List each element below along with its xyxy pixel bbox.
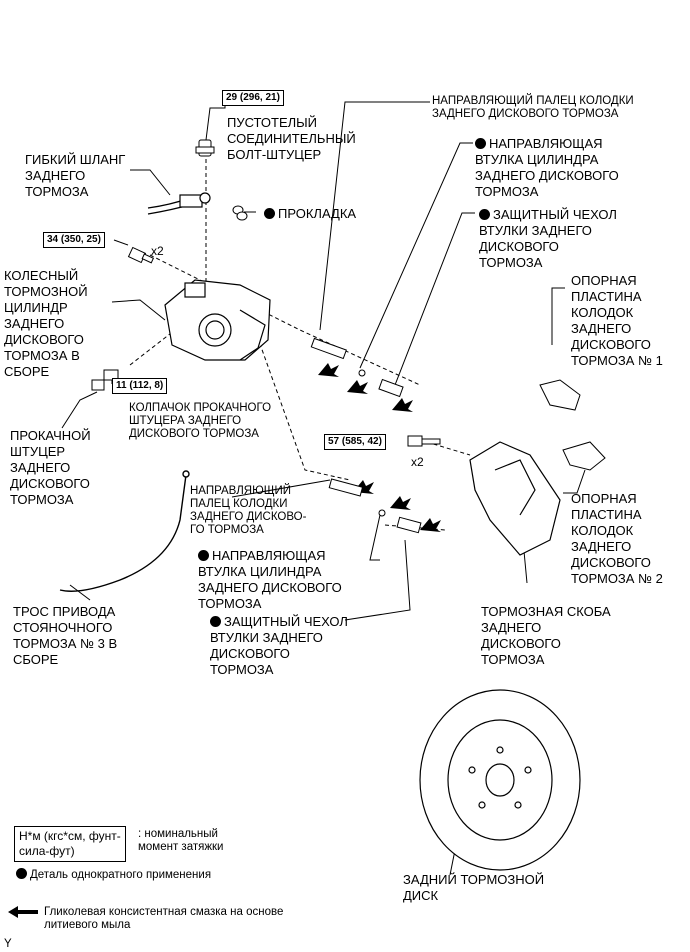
- non-reusable-bullet-icon: [16, 868, 27, 879]
- label-plate-1: ОПОРНАЯ ПЛАСТИНА КОЛОДОК ЗАДНЕГО ДИСКОВО…: [571, 273, 663, 368]
- multiplier-x2: x2: [151, 244, 164, 258]
- label-parking-cable: ТРОС ПРИВОДА СТОЯНОЧНОГО ТОРМОЗА № 3 В С…: [13, 604, 118, 667]
- non-reusable-bullet-icon: [479, 209, 490, 220]
- guide-pin-icon: [310, 337, 404, 398]
- non-reusable-bullet-icon: [198, 550, 209, 561]
- caliper-icon: [164, 279, 271, 361]
- label-boot-bottom: ЗАЩИТНЫЙ ЧЕХОЛ ВТУЛКИ ЗАДНЕГО ДИСКОВОГО …: [210, 614, 348, 677]
- non-reusable-bullet-icon: [475, 138, 486, 149]
- label-guide-pin-top: НАПРАВЛЯЮЩИЙ ПАЛЕЦ КОЛОДКИ ЗАДНЕГО ДИСКО…: [432, 95, 634, 120]
- torque-union-bolt: 29 (296, 21): [222, 90, 284, 106]
- label-caliper-bracket: ТОРМОЗНАЯ СКОБА ЗАДНЕГО ДИСКОВОГО ТОРМОЗ…: [481, 604, 611, 667]
- caliper-bracket-icon: [469, 441, 561, 556]
- label-bushing-bottom: НАПРАВЛЯЮЩАЯ ВТУЛКА ЦИЛИНДРА ЗАДНЕГО ДИС…: [198, 548, 342, 611]
- guide-pin-bottom-icon: [328, 478, 422, 534]
- label-flex-hose: ГИБКИЙ ШЛАНГ ЗАДНЕГО ТОРМОЗА: [25, 152, 126, 199]
- corner-mark: Y: [4, 938, 12, 950]
- legend-torque-box: Н*м (кгс*см, фунт- сила-фут): [14, 826, 126, 862]
- gasket-icon: [232, 205, 248, 221]
- parking-brake-cable-icon: [59, 470, 190, 592]
- torque-bleeder: 11 (112, 8): [112, 378, 168, 394]
- union-bolt-icon: [195, 139, 215, 157]
- brake-disc-icon: [419, 689, 581, 871]
- legend-torque-desc: : номинальный момент затяжки: [138, 828, 224, 853]
- support-plate-2-icon: [562, 441, 606, 471]
- mounting-bolt-icon: [127, 246, 155, 264]
- label-gasket: ПРОКЛАДКА: [264, 206, 356, 222]
- multiplier-x2: x2: [411, 455, 424, 469]
- non-reusable-bullet-icon: [210, 616, 221, 627]
- bracket-bolt-icon: [407, 435, 441, 447]
- label-union-bolt: ПУСТОТЕЛЫЙ СОЕДИНИТЕЛЬНЫЙ БОЛТ-ШТУЦЕР: [227, 115, 356, 162]
- label-bushing-top: НАПРАВЛЯЮЩАЯ ВТУЛКА ЦИЛИНДРА ЗАДНЕГО ДИС…: [475, 136, 619, 199]
- label-bleeder: ПРОКАЧНОЙ ШТУЦЕР ЗАДНЕГО ДИСКОВОГО ТОРМО…: [10, 428, 91, 507]
- torque-mount-bolt: 34 (350, 25): [43, 232, 105, 248]
- support-plate-1-icon: [539, 379, 581, 411]
- non-reusable-bullet-icon: [264, 208, 275, 219]
- torque-bracket-bolt: 57 (585, 42): [324, 434, 386, 450]
- label-boot-top: ЗАЩИТНЫЙ ЧЕХОЛ ВТУЛКИ ЗАДНЕГО ДИСКОВОГО …: [479, 207, 617, 270]
- legend-grease: Гликолевая консистентная смазка на основ…: [44, 906, 284, 931]
- label-plate-2: ОПОРНАЯ ПЛАСТИНА КОЛОДОК ЗАДНЕГО ДИСКОВО…: [571, 491, 663, 586]
- label-bleeder-cap: КОЛПАЧОК ПРОКАЧНОГО ШТУЦЕРА ЗАДНЕГО ДИСК…: [129, 402, 272, 440]
- label-wheel-cylinder: КОЛЕСНЫЙ ТОРМОЗНОЙ ЦИЛИНДР ЗАДНЕГО ДИСКО…: [4, 268, 88, 379]
- legend-non-reusable: Деталь однократного применения: [16, 868, 211, 882]
- legend-grease-arrow-icon: [8, 906, 38, 918]
- bleeder-plug-icon: [91, 369, 119, 391]
- label-guide-pin-bottom: НАПРАВЛЯЮЩИЙ ПАЛЕЦ КОЛОДКИ ЗАДНЕГО ДИСКО…: [190, 485, 307, 536]
- label-brake-disc: ЗАДНИЙ ТОРМОЗНОЙ ДИСК: [403, 872, 545, 903]
- flexible-hose-icon: [147, 192, 211, 215]
